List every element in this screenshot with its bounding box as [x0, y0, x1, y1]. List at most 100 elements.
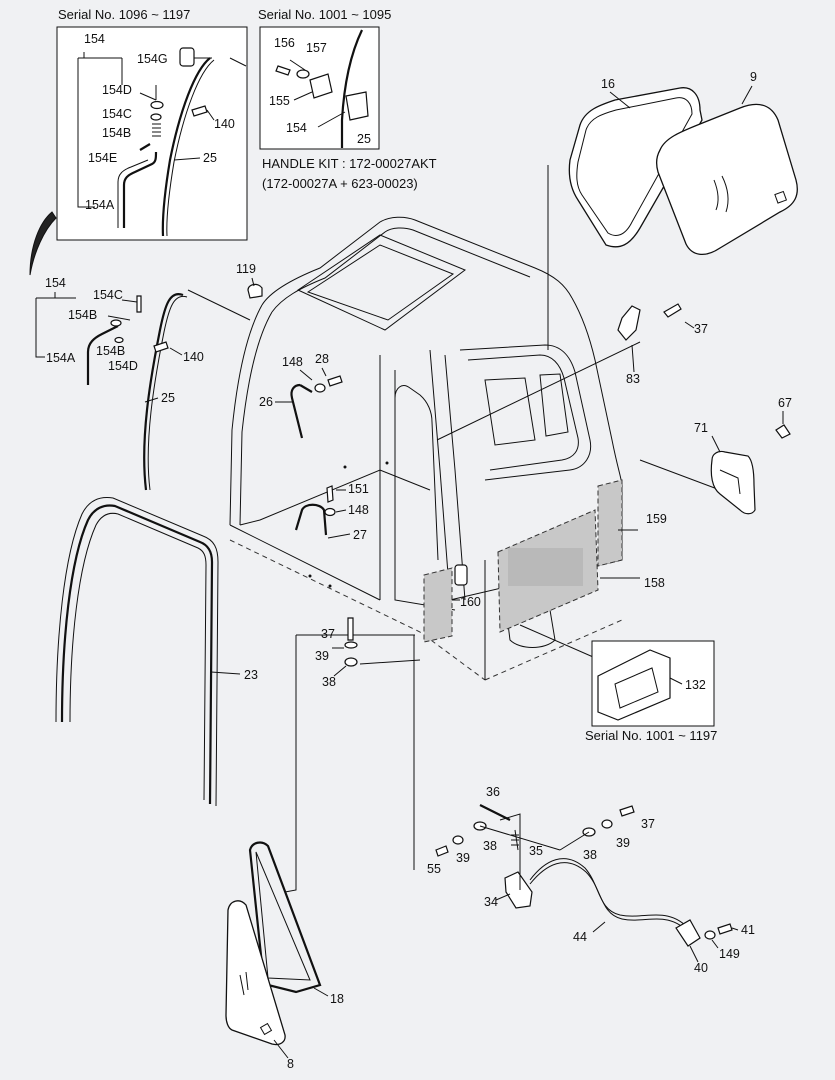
label-27: 27 — [353, 528, 367, 542]
grab-handle-26 — [290, 383, 304, 439]
label-71: 71 — [694, 421, 708, 435]
label-36: 36 — [486, 785, 500, 799]
side-window: 18 8 — [225, 841, 344, 1071]
label-154B: 154B — [68, 308, 97, 322]
roof-hatch — [296, 234, 467, 331]
label-34: 34 — [484, 895, 498, 909]
label-38-a: 38 — [322, 675, 336, 689]
rod-36 — [479, 804, 511, 821]
label-140: 140 — [214, 117, 235, 131]
window-glass-9 — [656, 103, 798, 255]
serial-label-2: Serial No. 1001 ~ 1095 — [258, 7, 391, 22]
washer-154c — [150, 113, 162, 121]
handle-rod-2 — [340, 29, 363, 148]
bracket-line — [77, 52, 123, 208]
inset-handle-1096-1197: Serial No. 1096 ~ 1197 154 154G 154D 154… — [56, 7, 248, 241]
cap-119 — [247, 283, 263, 299]
label-83: 83 — [626, 372, 640, 386]
label-158: 158 — [644, 576, 665, 590]
bolt-140-b — [153, 341, 169, 353]
lever-154a-2 — [86, 325, 119, 385]
handle-bracket-155 — [309, 73, 333, 99]
cable-assembly: 36 37 39 38 35 38 39 55 34 44 41 149 40 — [427, 785, 755, 975]
window-glass-8 — [225, 900, 286, 1046]
label-154A: 154A — [85, 198, 115, 212]
inset-handle-1001-1095: Serial No. 1001 ~ 1095 156 157 155 154 2… — [258, 7, 437, 191]
label-154D: 154D — [108, 359, 138, 373]
handle-assembly-left: 154 154C 154B 154A 154B 154D 140 25 119 — [35, 262, 263, 491]
label-41: 41 — [741, 923, 755, 937]
label-16: 16 — [601, 77, 615, 91]
door-seal-23: 23 — [55, 497, 258, 807]
label-39-a: 39 — [315, 649, 329, 663]
lever-34 — [504, 871, 533, 909]
label-67: 67 — [778, 396, 792, 410]
bolt-140 — [191, 105, 208, 117]
label-8: 8 — [287, 1057, 294, 1071]
label-140-b: 140 — [183, 350, 204, 364]
top-windows: 16 9 — [568, 70, 798, 255]
bolt-set-mid: 37 39 38 — [315, 617, 358, 689]
label-148: 148 — [282, 355, 303, 369]
label-35: 35 — [529, 844, 543, 858]
label-154-b: 154 — [286, 121, 307, 135]
label-25-b: 25 — [357, 132, 371, 146]
label-154-c: 154 — [45, 276, 66, 290]
kit-line-2: (172-00027A + 623-00023) — [262, 176, 418, 191]
bracket-40 — [675, 919, 701, 947]
label-149: 149 — [719, 947, 740, 961]
label-159: 159 — [646, 512, 667, 526]
label-154: 154 — [84, 32, 105, 46]
label-119: 119 — [236, 262, 256, 276]
label-154A: 154A — [46, 351, 76, 365]
label-38-b: 38 — [583, 848, 597, 862]
label-154C: 154C — [102, 107, 132, 121]
grommet-67 — [775, 424, 791, 439]
label-151: 151 — [348, 482, 369, 496]
label-148-b: 148 — [348, 503, 369, 517]
grab-handle-27 — [294, 503, 328, 536]
label-39-c: 39 — [456, 851, 470, 865]
label-18: 18 — [330, 992, 344, 1006]
latch — [454, 564, 468, 586]
label-37-a: 37 — [694, 322, 708, 336]
cab-frame — [229, 216, 623, 681]
label-26: 26 — [259, 395, 273, 409]
label-9: 9 — [750, 70, 757, 84]
spring-154b — [152, 123, 161, 137]
bushing-154g — [179, 47, 195, 67]
label-154B: 154B — [102, 126, 131, 140]
latch-83: 37 83 — [617, 303, 708, 386]
label-160: 160 — [460, 595, 481, 609]
panel-160 — [423, 567, 453, 643]
label-28: 28 — [315, 352, 329, 366]
label-157: 157 — [306, 41, 327, 55]
washer-154d — [150, 100, 164, 110]
pin-154e — [139, 143, 151, 151]
label-37-b: 37 — [321, 627, 335, 641]
bolt-156 — [275, 65, 291, 76]
label-25-c: 25 — [161, 391, 175, 405]
label-38-c: 38 — [483, 839, 497, 853]
label-23: 23 — [244, 668, 258, 682]
label-154B-2: 154B — [96, 344, 125, 358]
label-156: 156 — [274, 36, 295, 50]
handle-rod — [161, 57, 211, 237]
label-154E: 154E — [88, 151, 117, 165]
kit-line-1: HANDLE KIT : 172-00027AKT — [262, 156, 437, 171]
bracket-71: 67 71 — [694, 396, 792, 515]
label-155: 155 — [269, 94, 290, 108]
serial-label: Serial No. 1096 ~ 1197 — [58, 7, 190, 22]
washer-157 — [296, 69, 310, 79]
front-window — [459, 344, 592, 481]
label-37-c: 37 — [641, 817, 655, 831]
label-154D: 154D — [102, 83, 132, 97]
label-132: 132 — [685, 678, 706, 692]
label-40: 40 — [694, 961, 708, 975]
label-39-b: 39 — [616, 836, 630, 850]
label-154G: 154G — [137, 52, 168, 66]
lever-154a — [122, 151, 158, 228]
label-55: 55 — [427, 862, 441, 876]
inset-132: 132 Serial No. 1001 ~ 1197 — [585, 640, 717, 743]
